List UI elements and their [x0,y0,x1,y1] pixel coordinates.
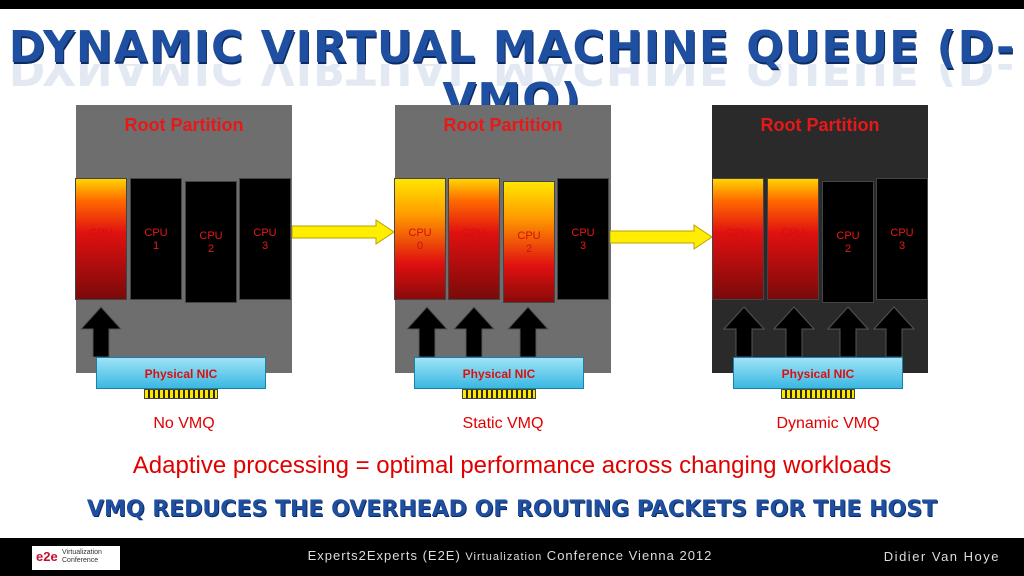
footer-bar [0,538,1024,576]
top-bar [0,0,1024,9]
footer-author: Didier Van Hoye [883,549,1000,564]
physical-nic: Physical NIC [733,357,903,389]
flow-arrow-icon [292,219,395,245]
panel-caption: No VMQ [153,415,215,432]
panel-caption: Static VMQ [462,415,544,432]
up-arrow-icon [872,306,916,357]
nic-connector [462,389,536,399]
up-arrow-icon [722,306,766,357]
footer-conference-text: Experts2Experts (E2E) Virtualization Con… [307,548,713,563]
physical-nic: Physical NIC [414,357,584,389]
nic-connector [144,389,218,399]
slide-title: DYNAMIC VIRTUAL MACHINE QUEUE (D-VMQ) [8,22,1016,125]
nic-connector [781,389,855,399]
up-arrow-icon [79,306,123,357]
panel-title: Root Partition [443,115,563,135]
panel-title: Root Partition [124,115,244,135]
slide-subtitle: VMQ REDUCES THE OVERHEAD OF ROUTING PACK… [86,497,938,522]
adaptive-processing-text: Adaptive processing = optimal performanc… [132,452,892,479]
flow-arrow-icon [610,224,713,250]
physical-nic: Physical NIC [96,357,266,389]
up-arrow-icon [826,306,870,357]
panel-caption: Dynamic VMQ [776,415,880,432]
panel-title: Root Partition [760,115,880,135]
up-arrow-icon [772,306,816,357]
slide-title-reflection: DYNAMIC VIRTUAL MACHINE QUEUE (D-VMQ) [8,64,1016,94]
up-arrow-icon [452,306,496,357]
e2e-logo-icon: e2e [36,549,58,564]
up-arrow-icon [405,306,449,357]
up-arrow-icon [506,306,550,357]
